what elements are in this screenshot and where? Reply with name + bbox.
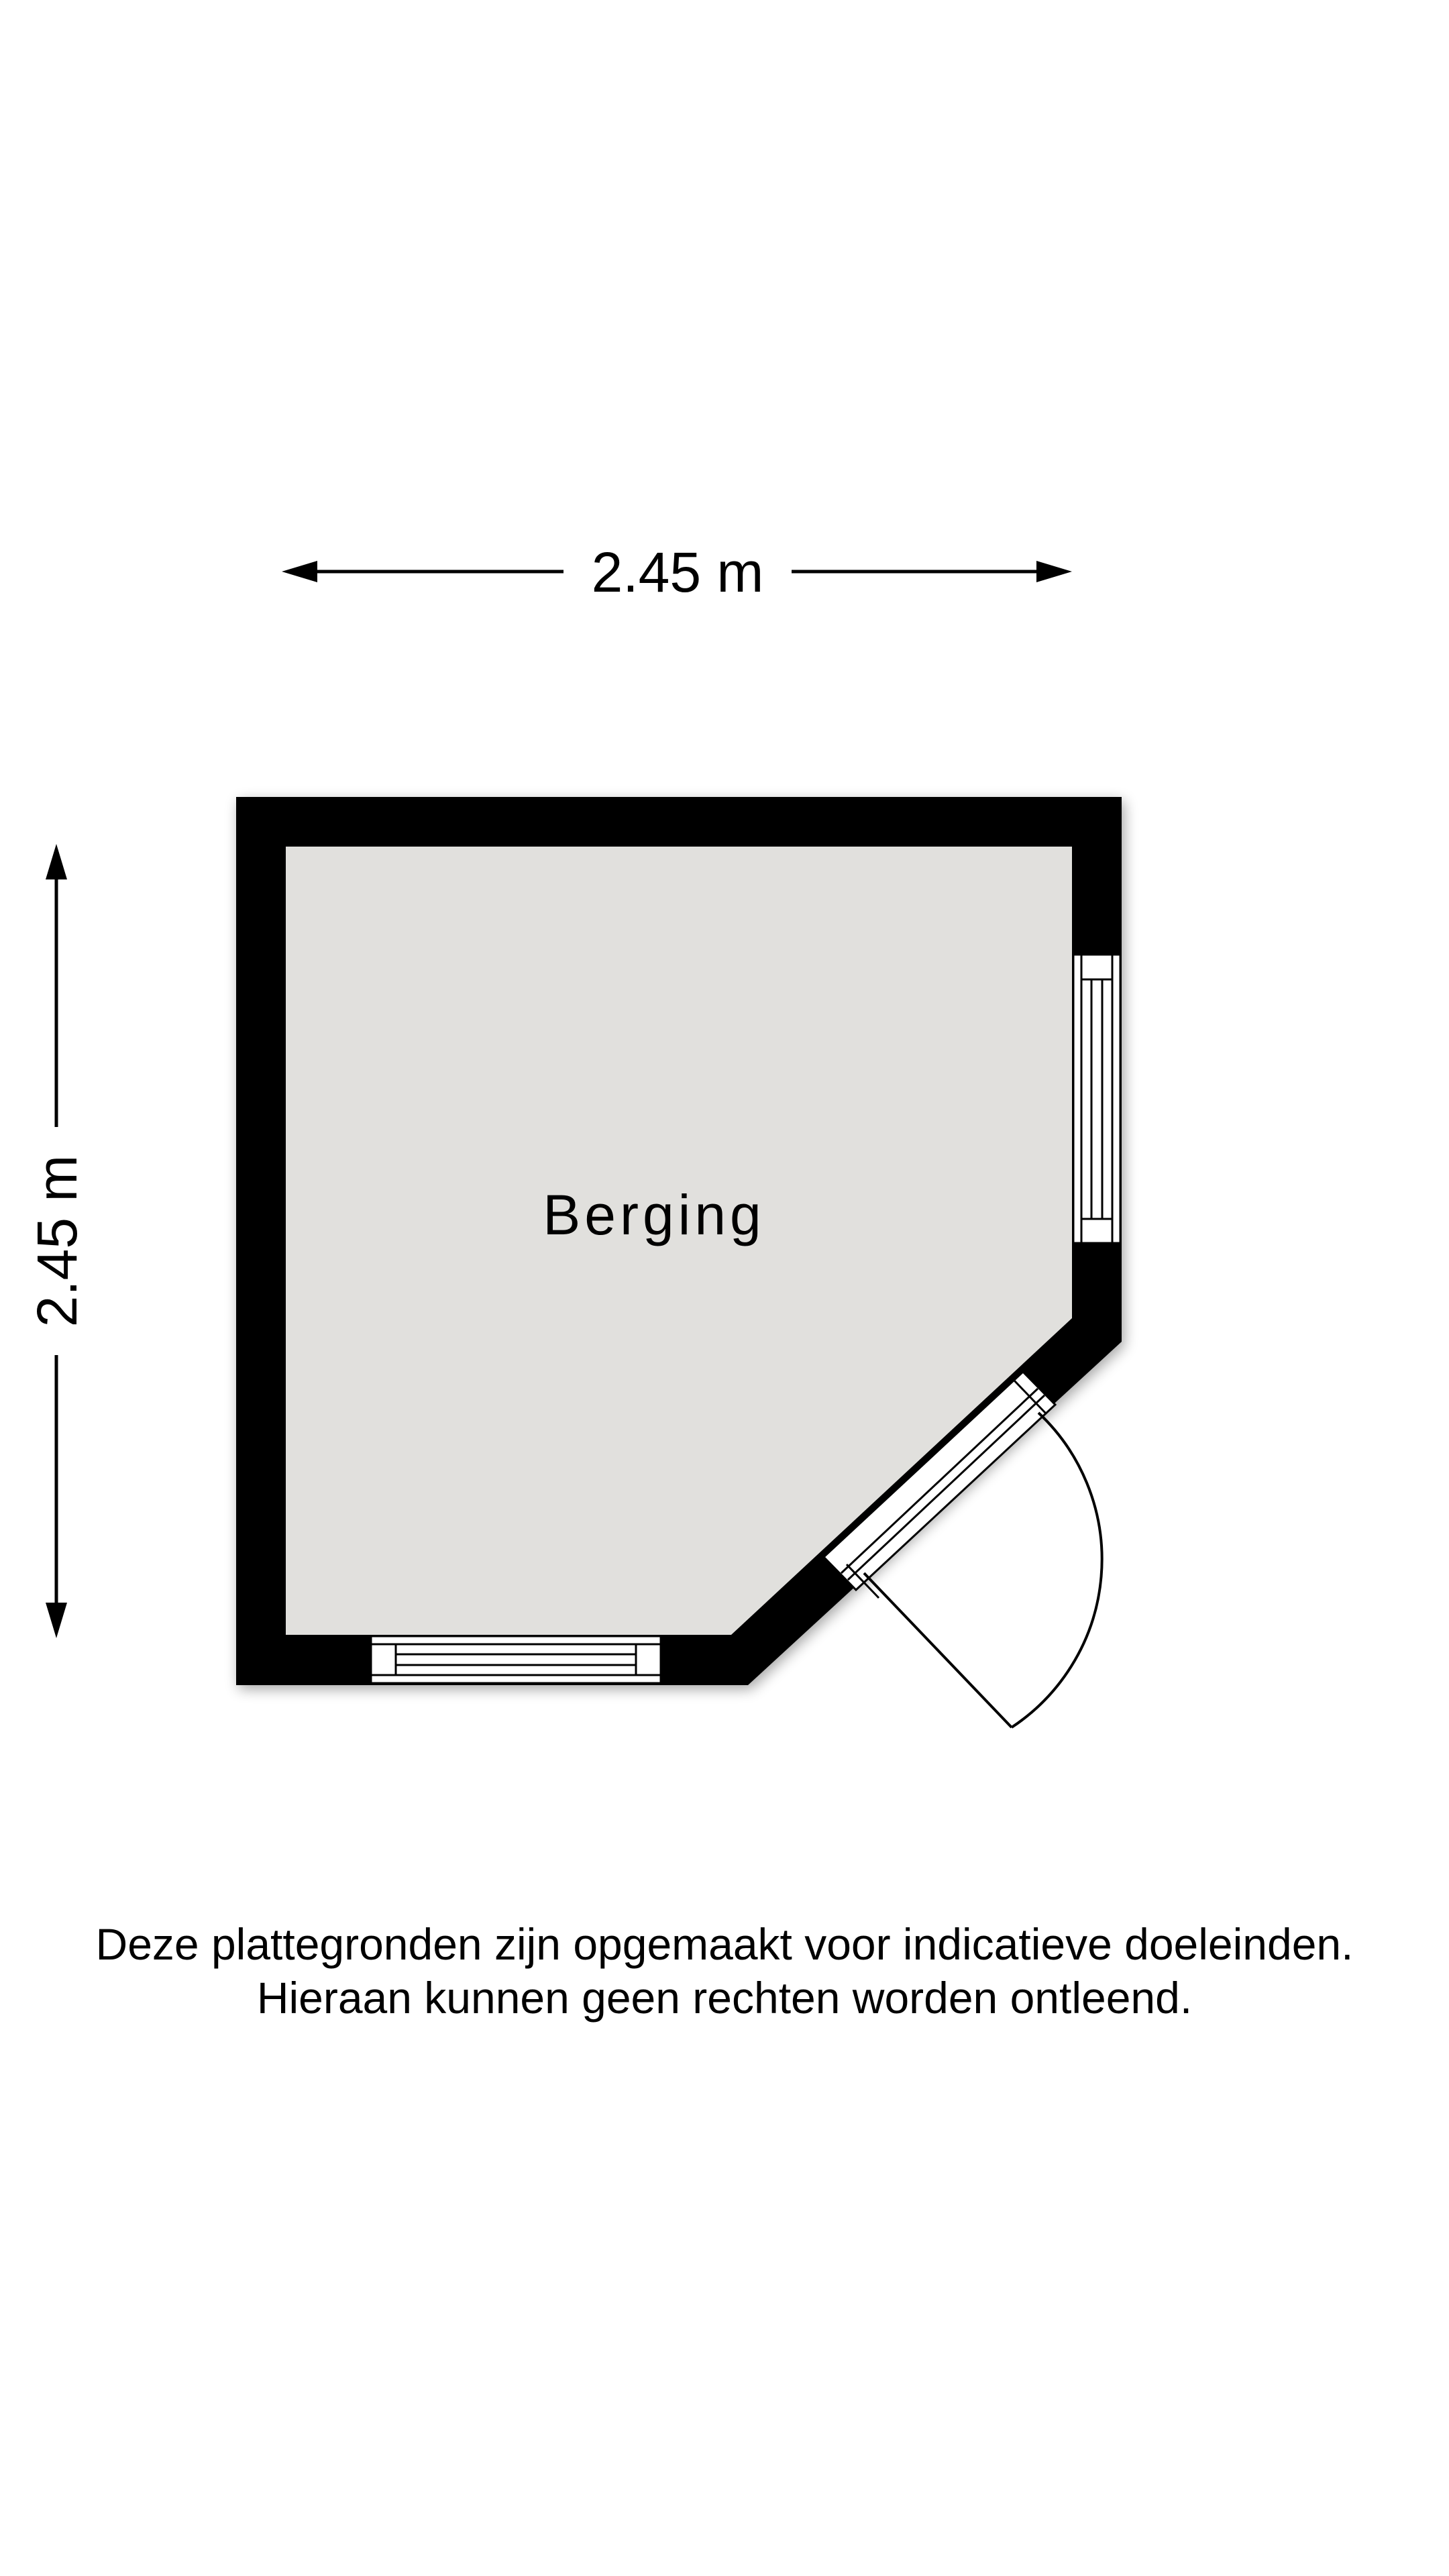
door-swing-arc [1010,1411,1104,1729]
door [822,1370,1104,1729]
width-arrow-left-icon [282,561,317,582]
height-arrow-bottom-icon [46,1603,67,1638]
door-leaf [863,1572,1013,1729]
room-label-berging: Berging [543,1183,765,1246]
building: Berging [236,797,1124,1729]
width-dimension: 2.45 m [282,541,1072,604]
height-dimension: 2.45 m [25,844,89,1638]
width-dimension-label: 2.45 m [592,541,764,604]
floor-area [286,847,1072,1635]
disclaimer: Deze plattegronden zijn opgemaakt voor i… [0,1917,1449,2025]
disclaimer-line-2: Hieraan kunnen geen rechten worden ontle… [256,1973,1193,2023]
window-right [1072,953,1122,1244]
height-arrow-top-icon [46,844,67,879]
window-bottom [370,1635,662,1684]
width-arrow-right-icon [1036,561,1072,582]
height-dimension-label: 2.45 m [25,1155,89,1328]
disclaimer-line-1: Deze plattegronden zijn opgemaakt voor i… [95,1919,1354,1969]
